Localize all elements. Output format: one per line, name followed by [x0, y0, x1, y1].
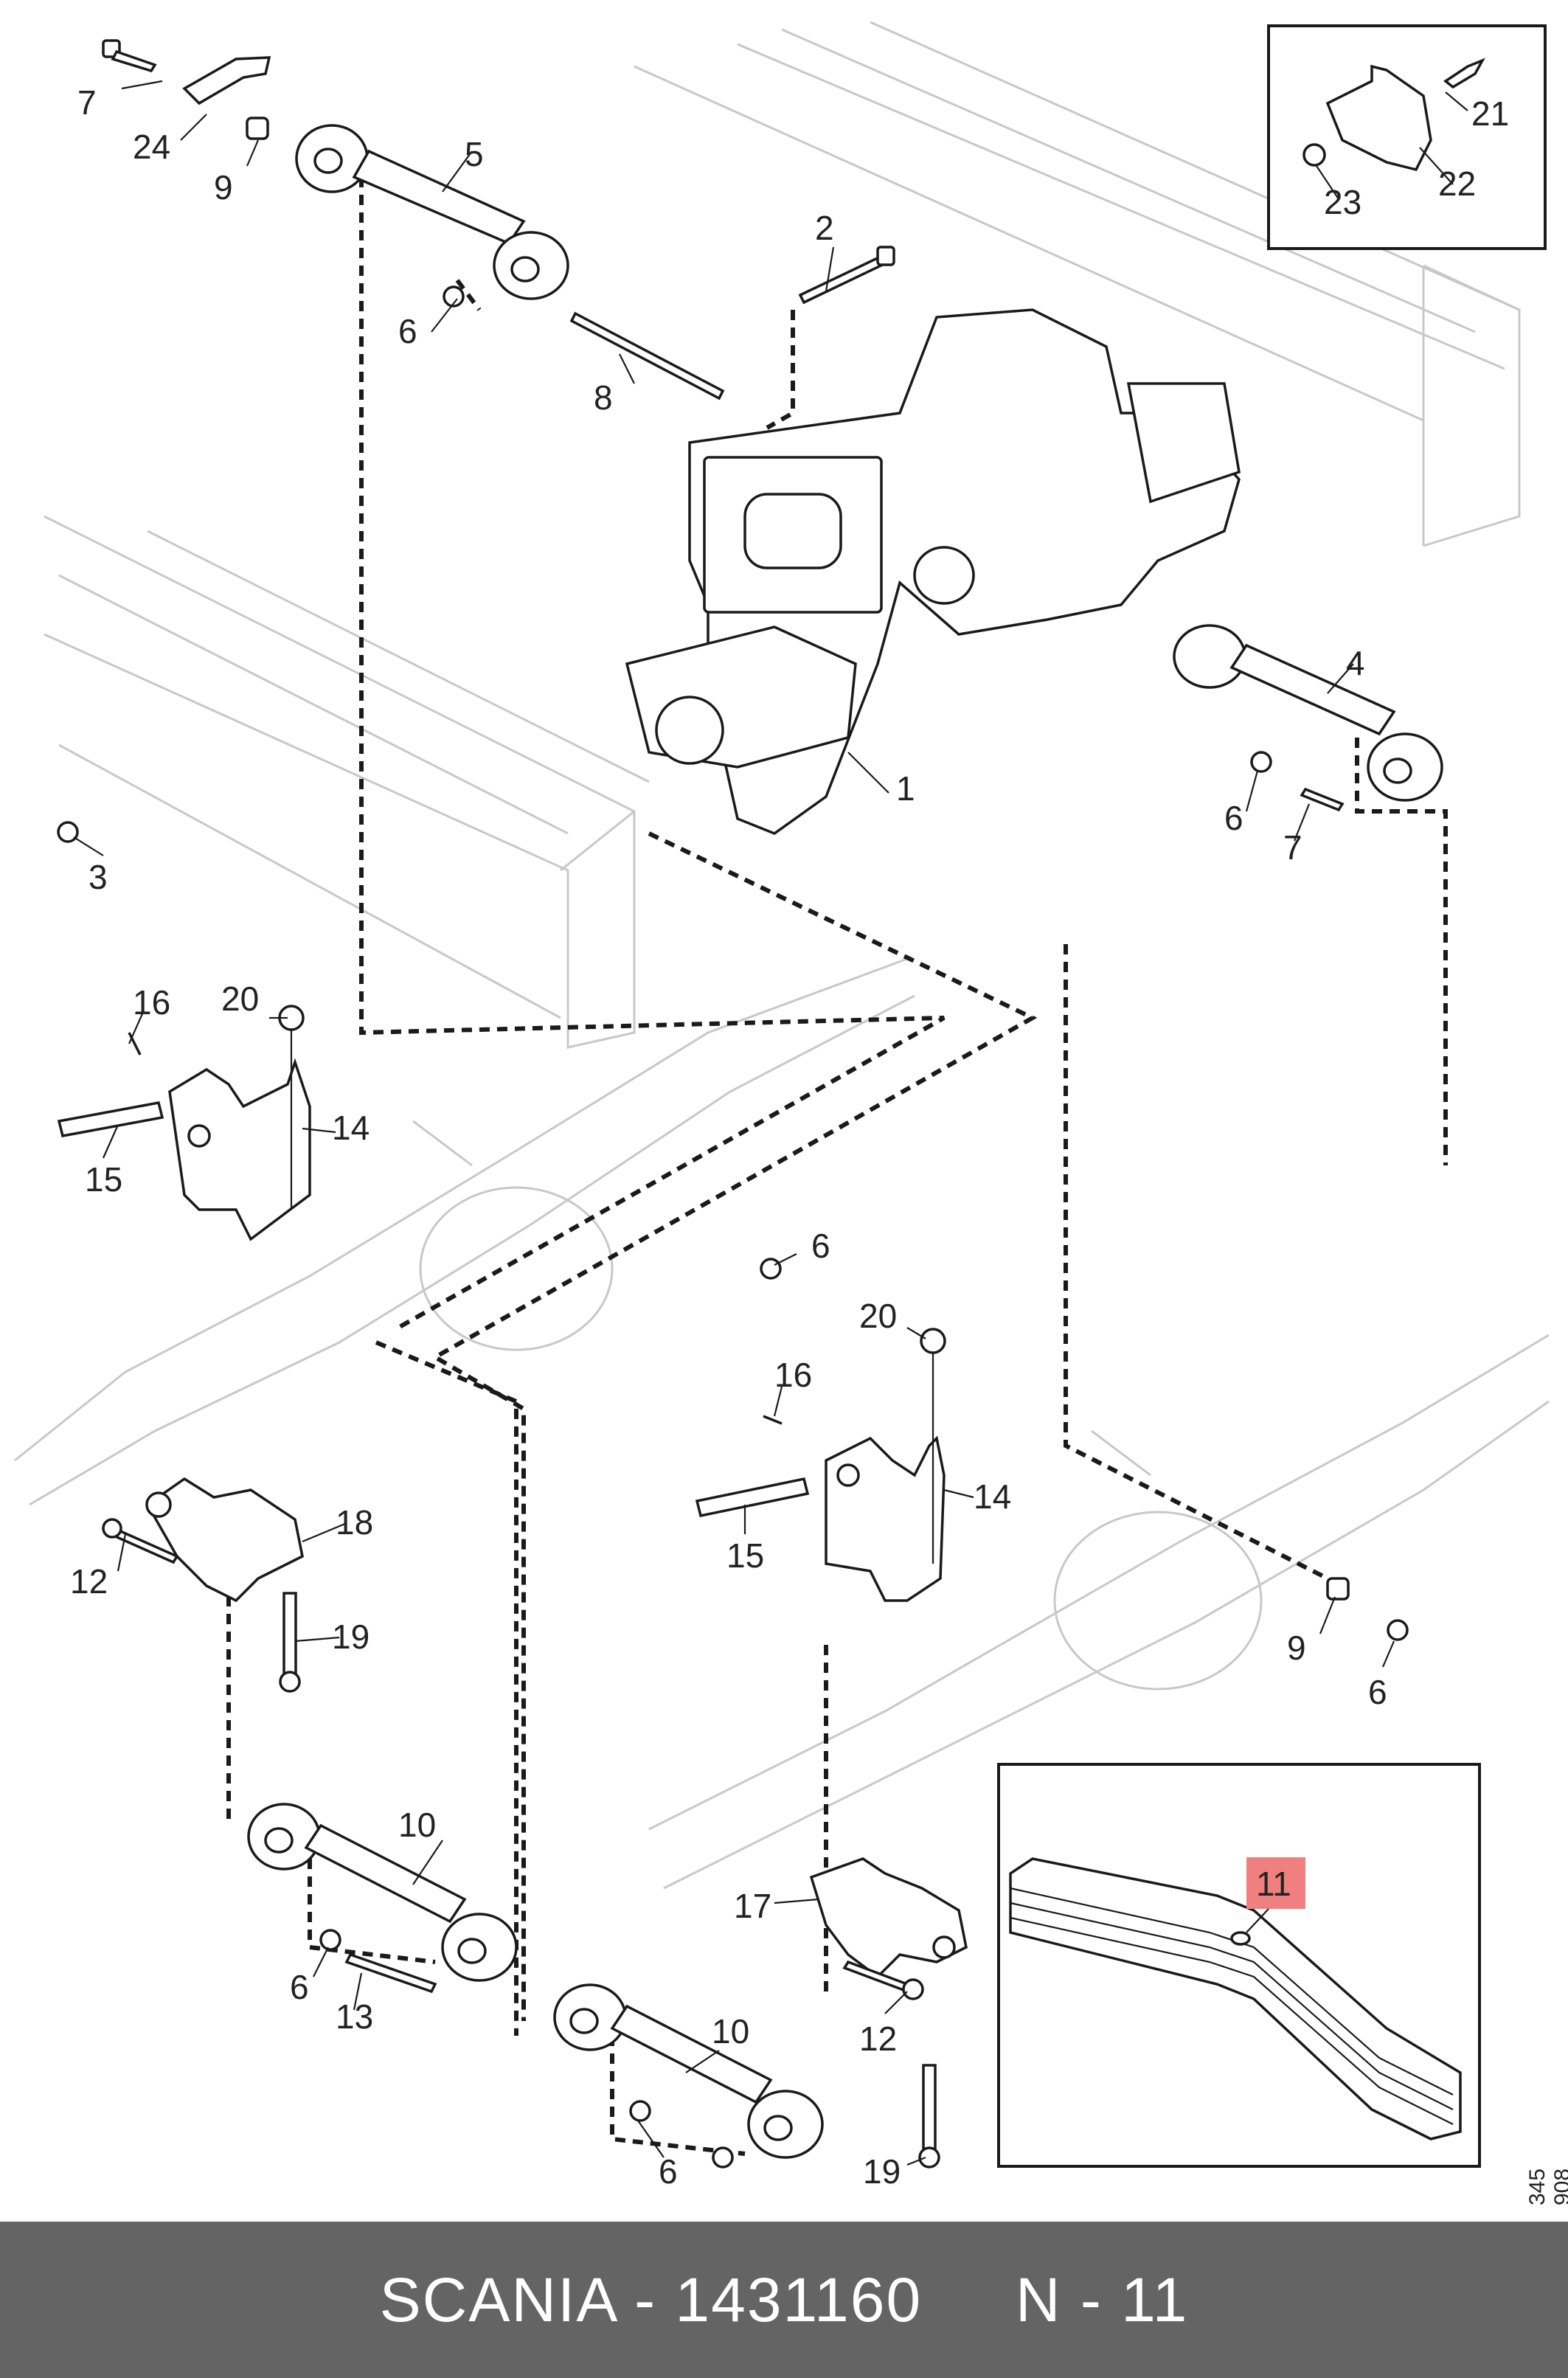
- tie-rod-8: [569, 311, 725, 401]
- bolt-7-top: [102, 39, 157, 73]
- callout-17: 17: [734, 1887, 771, 1925]
- callout-4: 4: [1346, 644, 1365, 682]
- callout-16-left: 16: [133, 983, 170, 1022]
- callout-14-right: 14: [974, 1477, 1011, 1516]
- callout-6-b: 6: [1224, 799, 1243, 837]
- callout-19-right: 19: [863, 2152, 901, 2191]
- callout-labels: 7 24 9 5 2 6 8 21 22 23 4 1 6 7 3 16 20 …: [70, 83, 1509, 2191]
- callout-22: 22: [1438, 164, 1476, 203]
- bracket-18: [102, 1477, 304, 1693]
- footer-part-reference: SCANIA - 1431160 N - 11: [379, 2264, 1189, 2334]
- callout-13: 13: [336, 1997, 373, 2036]
- axle-background: [14, 957, 1550, 1890]
- callout-9-right: 9: [1287, 1629, 1306, 1667]
- callout-19-left: 19: [332, 1618, 370, 1656]
- callout-6-f: 6: [659, 2152, 678, 2191]
- frame-rails-background: [44, 21, 1521, 1049]
- callout-14-left: 14: [332, 1109, 370, 1147]
- callout-12-right: 12: [859, 2020, 897, 2058]
- bolt-2: [798, 246, 895, 305]
- torque-rod-10-left: [247, 1803, 518, 1994]
- callout-7-top: 7: [77, 83, 97, 122]
- callout-16-right: 16: [774, 1356, 812, 1394]
- callout-6-e: 6: [290, 1968, 309, 2006]
- callout-15-right: 15: [726, 1536, 764, 1575]
- hanger-14-left: [57, 1005, 311, 1241]
- spring-bracket-1: [625, 308, 1241, 835]
- callout-leaders: [73, 80, 1468, 2166]
- callout-6-c: 6: [811, 1227, 830, 1265]
- torque-rod-10-right: [553, 1983, 824, 2169]
- bracket-24: [182, 56, 271, 105]
- callout-12-left: 12: [70, 1562, 108, 1601]
- callout-9-top: 9: [214, 168, 233, 207]
- callout-3: 3: [89, 858, 108, 896]
- exploded-parts-diagram: 7 24 9 5 2 6 8 21 22 23 4 1 6 7 3 16 20 …: [14, 21, 1550, 2191]
- callout-23: 23: [1324, 183, 1361, 221]
- drawing-number: 345 908: [1525, 2168, 1568, 2205]
- callout-7-mid: 7: [1283, 828, 1302, 867]
- callout-8: 8: [594, 378, 613, 417]
- bracket-17: [809, 1857, 968, 2169]
- callout-6-d: 6: [1368, 1673, 1387, 1711]
- inset-leaf-spring-11: [997, 1763, 1481, 2168]
- part-11-highlight: [1246, 1857, 1305, 1909]
- torque-rod-4: [1173, 624, 1443, 802]
- callout-1: 1: [896, 769, 915, 808]
- torque-rod-5: [295, 124, 569, 300]
- callout-20-left: 20: [221, 980, 259, 1018]
- callout-21: 21: [1471, 94, 1509, 133]
- callout-18: 18: [336, 1503, 373, 1542]
- callout-10-right: 10: [712, 2012, 749, 2051]
- callout-6-a: 6: [398, 312, 417, 350]
- inset-detail-top-right: [1267, 24, 1547, 250]
- callout-5: 5: [465, 135, 484, 173]
- callout-24: 24: [133, 128, 170, 166]
- callout-15-left: 15: [85, 1160, 122, 1199]
- callout-11: 11: [1256, 1865, 1291, 1903]
- fasteners-middle: [57, 285, 1409, 1641]
- callout-2: 2: [815, 209, 834, 247]
- assembly-dashed-lines: [226, 177, 1448, 2156]
- bush-9-top: [246, 117, 269, 140]
- hanger-14-right: [695, 1328, 946, 1602]
- footer-bar: SCANIA - 1431160 N - 11: [0, 2222, 1568, 2378]
- callout-10-left: 10: [398, 1806, 436, 1844]
- callout-20-right: 20: [859, 1297, 897, 1335]
